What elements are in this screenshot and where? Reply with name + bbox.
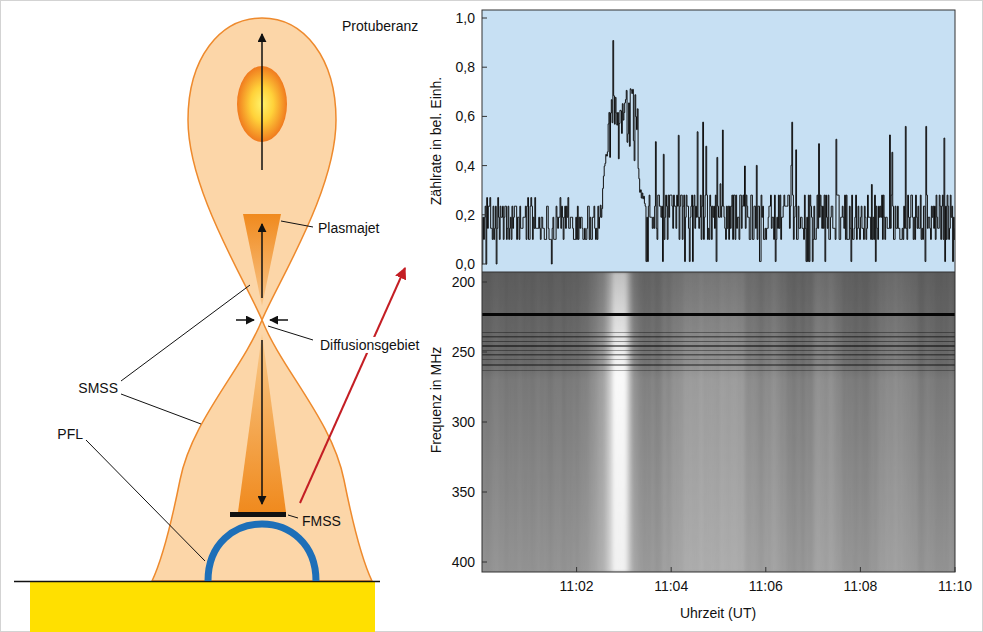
- leader-line: [268, 326, 313, 340]
- inflow-arrow: [236, 319, 254, 321]
- leader-line: [121, 285, 250, 381]
- interference-line: [482, 341, 955, 342]
- leader-line: [121, 394, 201, 424]
- tick-label: 11:06: [749, 578, 783, 594]
- tick-label: 0,2: [456, 207, 475, 223]
- interference-line: [482, 364, 955, 366]
- interference-line: [482, 354, 955, 356]
- axis-title: Zählrate in bel. Einh.: [428, 77, 444, 205]
- tick-label: 0,4: [456, 158, 475, 174]
- tick-label: 250: [452, 344, 475, 360]
- tick-mark: [482, 67, 487, 68]
- tick-mark: [482, 264, 487, 265]
- tick-label: 11:04: [654, 578, 688, 594]
- interference-line: [482, 359, 955, 360]
- panel-divider: [482, 272, 955, 273]
- plasma-jet: [243, 214, 281, 306]
- tick-mark: [955, 567, 956, 572]
- motion-arrow: [261, 340, 263, 504]
- tick-mark: [860, 567, 861, 572]
- leader-line: [281, 221, 313, 227]
- tick-mark: [671, 567, 672, 572]
- count-panel: [482, 10, 955, 272]
- tick-mark: [482, 282, 487, 283]
- axis-title: Frequenz in MHz: [428, 347, 444, 454]
- interference-line: [482, 336, 955, 338]
- structure-label: SMSS: [78, 380, 118, 396]
- tick-label: 350: [452, 484, 475, 500]
- tick-label: 400: [452, 554, 475, 570]
- interference-line: [482, 345, 955, 347]
- tick-mark: [765, 567, 766, 572]
- flare-loop: [208, 524, 316, 581]
- solar-surface: [30, 582, 375, 632]
- interference-line: [482, 313, 955, 316]
- interference-line: [482, 370, 955, 371]
- tick-label: 300: [452, 414, 475, 430]
- tick-mark: [482, 422, 487, 423]
- surface-line: [14, 581, 380, 583]
- prominence-outline: [152, 18, 372, 581]
- tick-label: 11:08: [843, 578, 877, 594]
- axis-title: Uhrzeit (UT): [680, 605, 756, 621]
- tick-mark: [482, 492, 487, 493]
- tick-mark: [482, 214, 487, 215]
- leader-line: [86, 440, 205, 561]
- plasma-jet: [238, 334, 286, 512]
- motion-arrow: [261, 34, 263, 170]
- tick-label: 0,0: [456, 256, 475, 272]
- spectrogram: [482, 272, 955, 572]
- structure-label: Plasmajet: [318, 220, 379, 236]
- tick-label: 0,6: [456, 108, 475, 124]
- tick-mark: [482, 18, 487, 19]
- tick-label: 11:02: [560, 578, 594, 594]
- structure-label: PFL: [57, 426, 83, 442]
- inflow-arrow: [270, 319, 288, 321]
- motion-arrow: [261, 224, 263, 298]
- tick-label: 11:10: [938, 578, 972, 594]
- tick-label: 1,0: [456, 10, 475, 26]
- tick-mark: [576, 567, 577, 572]
- structure-label: Diffusionsgebiet: [318, 337, 421, 353]
- structure-label: Protuberanz: [342, 18, 418, 34]
- leader-line: [288, 515, 298, 518]
- interference-line: [482, 350, 955, 351]
- count-rate-curve: [482, 41, 955, 264]
- tick-label: 200: [452, 274, 475, 290]
- plot-frame: [482, 10, 955, 572]
- tick-mark: [482, 352, 487, 353]
- shock-bar: [230, 512, 286, 517]
- tick-label: 0,8: [456, 59, 475, 75]
- structure-label: FMSS: [302, 513, 341, 529]
- tick-mark: [482, 562, 487, 563]
- tick-mark: [482, 116, 487, 117]
- tick-mark: [482, 165, 487, 166]
- interference-line: [482, 332, 955, 333]
- pointer-arrow: [300, 268, 405, 503]
